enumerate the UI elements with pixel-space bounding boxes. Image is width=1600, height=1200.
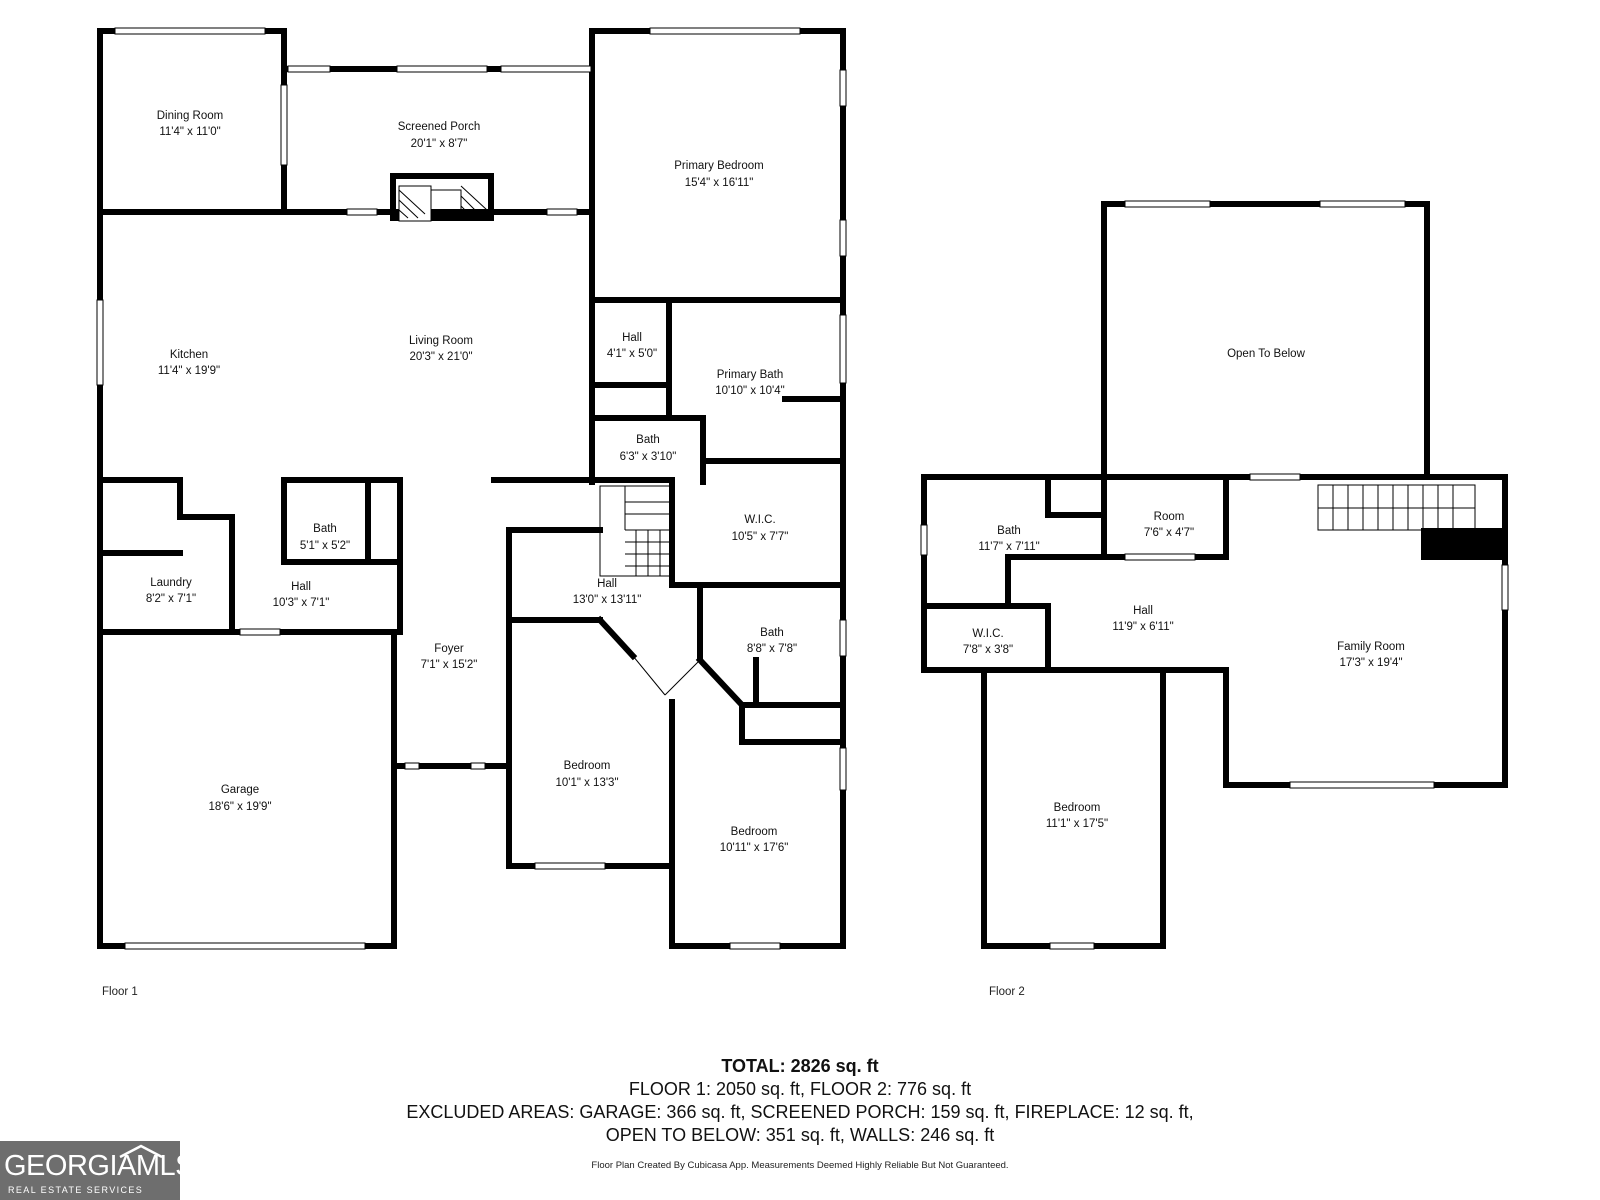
room-dims-f2-bedroom: 11'1" x 17'5" [1046,818,1108,830]
georgia-mls-logo: GEORGIAMLS REAL ESTATE SERVICES [0,1141,195,1200]
room-dims-hall-center: 13'0" x 13'11" [573,594,642,606]
room-dims-bath-a: 6'3" x 3'10" [620,451,677,463]
floor-2-column [1421,528,1505,560]
room-dims-bedroom-a: 10'1" x 13'3" [555,777,618,789]
room-name-bedroom-b: Bedroom [731,826,778,838]
room-name-f2-hall: Hall [1133,605,1153,617]
floor-2-walls [921,201,1508,949]
room-name-porch: Screened Porch [398,121,480,133]
room-dims-hall-small: 4'1" x 5'0" [607,348,657,360]
room-dims-bedroom-b: 10'11" x 17'6" [720,842,789,854]
room-dims-primary-bath: 10'10" x 10'4" [715,385,784,397]
room-dims-hall-laundry: 10'3" x 7'1" [273,597,330,609]
floor-1-stairs [599,485,673,577]
room-name-family: Family Room [1337,641,1405,653]
floor-1-label: Floor 1 [102,986,138,998]
room-dims-garage: 18'6" x 19'9" [208,801,271,813]
room-name-hall-small: Hall [622,332,642,344]
floor-plan-drawing: Dining Room 11'4" x 11'0" Screened Porch… [96,27,1509,998]
floor-1-room-labels: Dining Room 11'4" x 11'0" Screened Porch… [146,110,797,854]
room-dims-primary-bedroom: 15'4" x 16'11" [685,177,754,189]
room-name-f2-wic: W.I.C. [972,628,1003,640]
room-name-bedroom-a: Bedroom [564,760,611,772]
roof-icon [119,1144,163,1159]
floor-2-room-labels: Open To Below Bath 11'7" x 7'11" Room 7'… [963,348,1405,830]
room-name-living: Living Room [409,335,473,347]
room-dims-f2-hall: 11'9" x 6'11" [1112,621,1173,633]
room-name-garage: Garage [221,784,259,796]
floor-2-windows [920,200,1509,950]
room-dims-f2-bath: 11'7" x 7'11" [978,541,1039,553]
floor-2-stairs [1317,484,1476,531]
room-name-hall-center: Hall [597,578,617,590]
room-name-primary-bath: Primary Bath [717,369,783,381]
room-dims-family: 17'3" x 19'4" [1339,657,1402,669]
room-dims-f2-room: 7'6" x 4'7" [1144,527,1194,539]
room-dims-dining: 11'4" x 11'0" [159,126,220,138]
room-name-f2-room: Room [1154,511,1185,523]
room-name-bath-a: Bath [636,434,660,446]
logo-wordmark: GEORGIAMLS [4,1150,195,1182]
room-name-open-to-below: Open To Below [1227,348,1305,360]
disclaimer: Floor Plan Created By Cubicasa App. Meas… [591,1160,1009,1171]
floor-1-windows [96,27,847,950]
room-name-dining: Dining Room [157,110,223,122]
area-summary: TOTAL: 2826 sq. ft FLOOR 1: 2050 sq. ft,… [0,1055,1600,1147]
room-name-bath-b: Bath [313,523,337,535]
room-dims-foyer: 7'1" x 15'2" [421,659,478,671]
total-area: TOTAL: 2826 sq. ft [721,1056,879,1076]
room-name-kitchen: Kitchen [170,349,208,361]
room-name-wic: W.I.C. [744,514,775,526]
floor-1-details [398,185,701,696]
room-name-foyer: Foyer [434,643,464,655]
room-dims-laundry: 8'2" x 7'1" [146,593,196,605]
room-name-bath-c: Bath [760,627,784,639]
room-dims-bath-c: 8'8" x 7'8" [747,643,797,655]
room-dims-porch: 20'1" x 8'7" [411,138,468,150]
room-dims-f2-wic: 7'8" x 3'8" [963,644,1013,656]
room-dims-kitchen: 11'4" x 19'9" [158,365,220,377]
floor-areas: FLOOR 1: 2050 sq. ft, FLOOR 2: 776 sq. f… [628,1079,972,1099]
room-name-f2-bath: Bath [997,525,1021,537]
room-dims-wic: 10'5" x 7'7" [732,531,789,543]
excluded-areas: EXCLUDED AREAS: GARAGE: 366 sq. ft, SCRE… [406,1102,1194,1122]
room-dims-bath-b: 5'1" x 5'2" [300,540,350,552]
floor-2-label: Floor 2 [989,986,1025,998]
room-name-laundry: Laundry [150,577,192,589]
room-name-primary-bedroom: Primary Bedroom [674,160,763,172]
room-dims-living: 20'3" x 21'0" [409,351,472,363]
room-name-f2-bedroom: Bedroom [1054,802,1101,814]
open-to-below-walls: OPEN TO BELOW: 351 sq. ft, WALLS: 246 sq… [605,1125,995,1145]
logo-tagline: REAL ESTATE SERVICES [8,1185,144,1195]
room-name-hall-laundry: Hall [291,581,311,593]
